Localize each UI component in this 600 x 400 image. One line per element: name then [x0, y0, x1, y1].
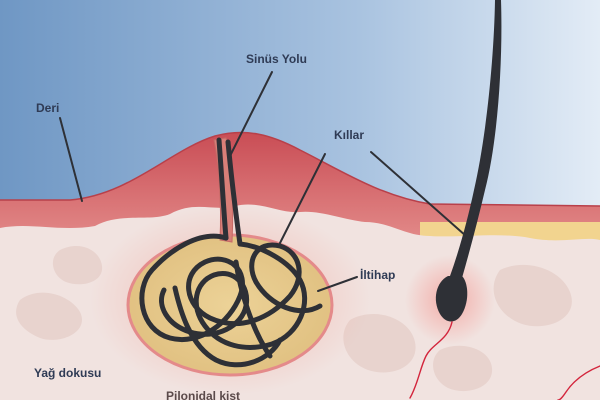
label-inflammation: İltihap — [360, 268, 396, 282]
leader-hairs-cyst — [279, 153, 326, 244]
blood-vessels — [409, 321, 600, 400]
fat-lobules — [16, 245, 572, 392]
tangled-hairs — [139, 137, 323, 368]
leader-inflammation — [317, 276, 358, 292]
label-fat-tissue: Yağ dokusu — [34, 366, 102, 380]
label-skin: Deri — [36, 101, 60, 115]
leader-skin — [59, 117, 83, 202]
skin-surface-line — [0, 131, 600, 207]
leader-hairs — [370, 151, 467, 237]
label-pilonidal-cyst: Pilonidal kist — [166, 389, 241, 400]
leader-lines — [59, 71, 467, 292]
label-hairs: Kıllar — [334, 128, 365, 142]
hair-follicle — [435, 0, 502, 322]
hair-shaft — [450, 0, 502, 278]
hair-bulb — [435, 276, 468, 322]
leader-sinus — [229, 71, 273, 157]
cyst — [126, 233, 334, 377]
label-sinus-tract: Sinüs Yolu — [246, 52, 307, 66]
